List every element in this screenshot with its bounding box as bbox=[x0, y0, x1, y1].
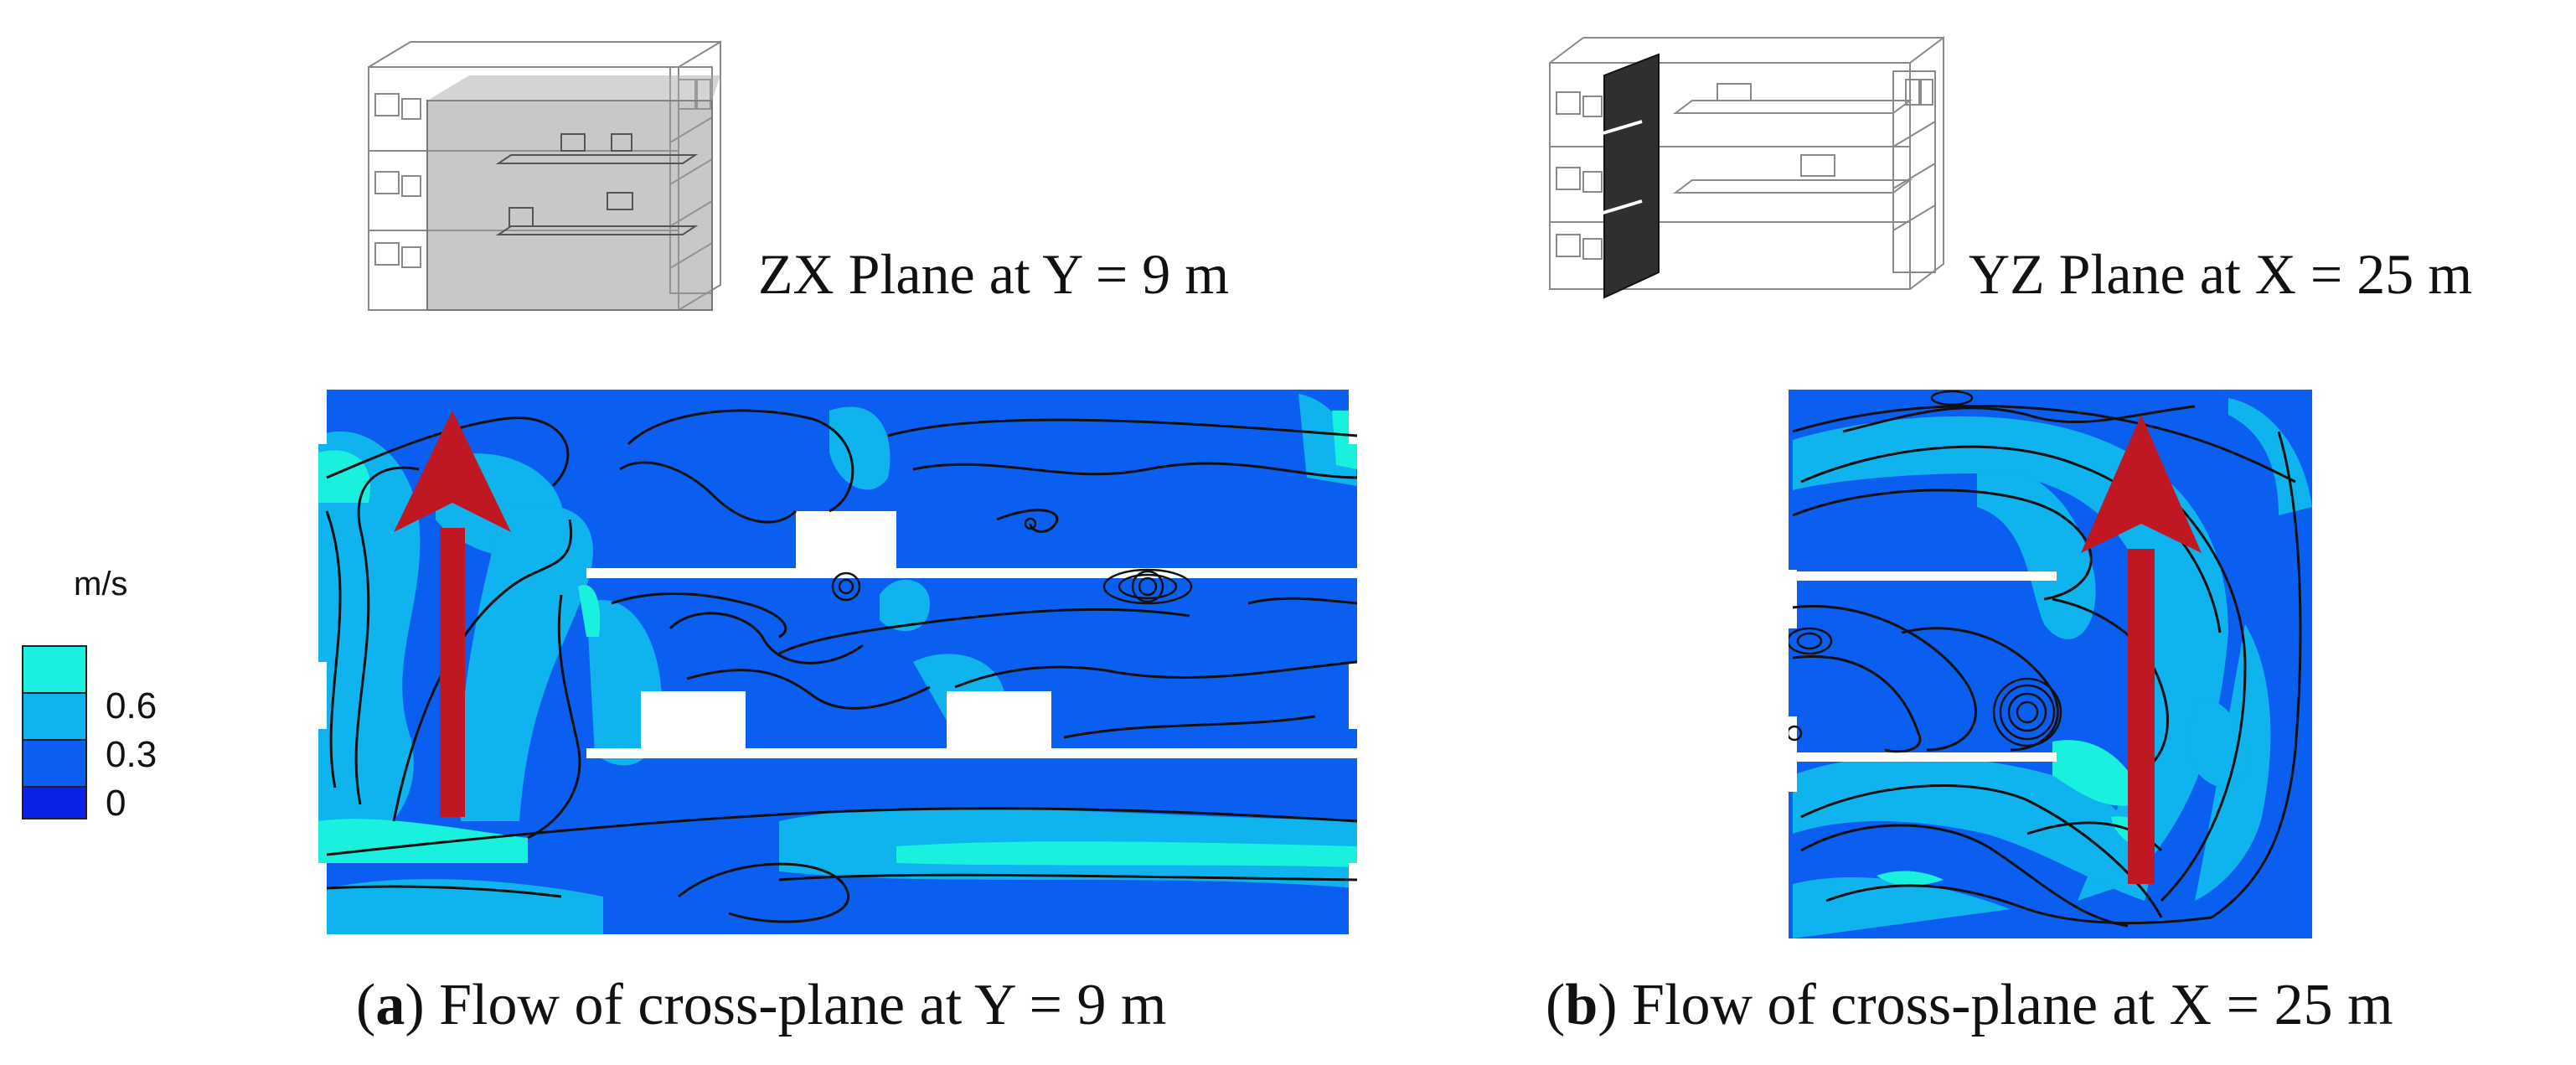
caption-b-text: ) Flow of cross-plane at X = 25 m bbox=[1598, 973, 2393, 1037]
airflow-arrow-a bbox=[394, 411, 511, 817]
legend-swatch-fast bbox=[22, 645, 87, 694]
legend-tick-0-3: 0.3 bbox=[106, 734, 157, 775]
flow-field-yz bbox=[1789, 390, 2312, 938]
inset-label-yz: YZ Plane at X = 25 m bbox=[1969, 242, 2473, 306]
legend-swatch-medium bbox=[22, 692, 87, 741]
legend-title: m/s bbox=[74, 566, 128, 602]
building-3d-inset-yz bbox=[1549, 36, 1944, 299]
zx-highlight-plane bbox=[426, 100, 713, 311]
flow-field-zx bbox=[318, 390, 1357, 934]
caption-a: (a) Flow of cross-plane at Y = 9 m bbox=[356, 973, 1167, 1037]
yz-highlight-plane bbox=[1603, 53, 1660, 299]
building-3d-inset-zx bbox=[368, 40, 721, 311]
velocity-legend bbox=[0, 645, 184, 830]
caption-a-letter: a bbox=[375, 973, 405, 1037]
airflow-arrow-b bbox=[2081, 415, 2202, 884]
legend-swatch-base bbox=[22, 739, 87, 788]
caption-b: (b) Flow of cross-plane at X = 25 m bbox=[1546, 973, 2393, 1037]
caption-b-letter: b bbox=[1565, 973, 1598, 1037]
inset-label-zx: ZX Plane at Y = 9 m bbox=[758, 242, 1230, 306]
legend-swatch-zero bbox=[22, 786, 87, 819]
legend-tick-0: 0 bbox=[106, 783, 126, 824]
legend-tick-0-6: 0.6 bbox=[106, 685, 157, 726]
caption-a-text: ) Flow of cross-plane at Y = 9 m bbox=[405, 973, 1167, 1037]
